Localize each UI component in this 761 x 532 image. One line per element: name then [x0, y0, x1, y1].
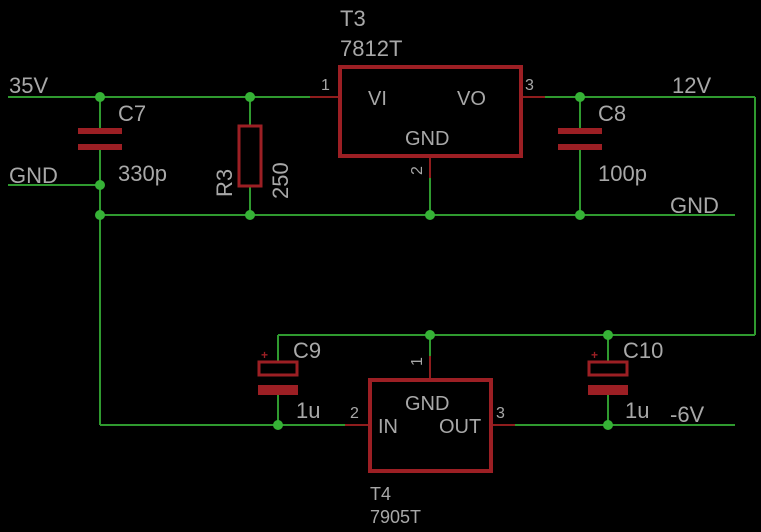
net-label-35v: 35V — [9, 73, 48, 98]
t4-body — [368, 378, 493, 473]
t3-pin-gnd-label: GND — [405, 128, 449, 150]
c7-value: 330p — [118, 161, 167, 186]
capacitor-c7: C7 330p — [78, 101, 167, 186]
t3-pin3-number: 3 — [525, 77, 534, 94]
c10-polarity: + — [591, 348, 598, 362]
junction — [273, 420, 283, 430]
t4-pin3-number: 3 — [496, 405, 505, 422]
junction — [575, 210, 585, 220]
c10-value: 1u — [625, 398, 649, 423]
t4-name: T4 — [370, 484, 391, 504]
r3-body — [237, 124, 263, 188]
c7-plate-bottom — [78, 144, 122, 150]
junction — [603, 420, 613, 430]
c9-plate-positive — [257, 360, 299, 377]
c9-polarity: + — [261, 348, 268, 362]
net-label-12v: 12V — [672, 73, 711, 98]
c10-plate-positive — [587, 360, 629, 377]
t3-pin-vo-label: VO — [457, 88, 486, 110]
t3-value: 7812T — [340, 36, 402, 61]
t3-body — [338, 65, 523, 158]
t4-pin-gnd-label: GND — [405, 393, 449, 415]
c8-plate-bottom — [558, 144, 602, 150]
t3-pin-vi-label: VI — [368, 88, 387, 110]
t4-pin2-number: 2 — [350, 405, 359, 422]
capacitor-c9: + C9 1u — [257, 338, 321, 423]
regulator-t4: GND IN OUT 1 2 3 T4 7905T — [345, 356, 515, 527]
junction — [603, 330, 613, 340]
capacitor-c8: C8 100p — [558, 101, 647, 186]
r3-name: R3 — [212, 169, 237, 197]
c9-plate-negative — [258, 385, 298, 395]
t3-name: T3 — [340, 6, 366, 31]
resistor-r3: R3 250 — [212, 124, 293, 199]
t3-pin2-number: 2 — [409, 166, 426, 175]
c9-value: 1u — [296, 398, 320, 423]
junction — [425, 330, 435, 340]
junctions — [95, 92, 613, 430]
junction — [575, 92, 585, 102]
c8-value: 100p — [598, 161, 647, 186]
c7-name: C7 — [118, 101, 146, 126]
junction — [245, 210, 255, 220]
junction — [245, 92, 255, 102]
t4-pin1-number: 1 — [409, 357, 426, 366]
capacitor-c10: + C10 1u — [587, 338, 663, 423]
regulator-t3: T3 7812T VI VO GND 1 3 2 — [310, 6, 545, 178]
t4-pin-in-label: IN — [378, 416, 398, 438]
c8-name: C8 — [598, 101, 626, 126]
t4-value: 7905T — [370, 507, 421, 527]
junction — [95, 92, 105, 102]
c10-plate-negative — [588, 385, 628, 395]
net-label-neg6v: -6V — [670, 402, 705, 427]
c8-plate-top — [558, 128, 602, 134]
t4-pin-out-label: OUT — [439, 416, 481, 438]
junction — [425, 210, 435, 220]
net-label-gnd-left: GND — [9, 163, 58, 188]
t3-pin1-number: 1 — [321, 77, 330, 94]
c7-plate-top — [78, 128, 122, 134]
junction — [95, 210, 105, 220]
net-label-gnd-right: GND — [670, 193, 719, 218]
c10-name: C10 — [623, 338, 663, 363]
junction — [95, 180, 105, 190]
c9-name: C9 — [293, 338, 321, 363]
net-labels: 35V GND 12V GND -6V — [9, 73, 719, 427]
r3-value: 250 — [268, 162, 293, 199]
